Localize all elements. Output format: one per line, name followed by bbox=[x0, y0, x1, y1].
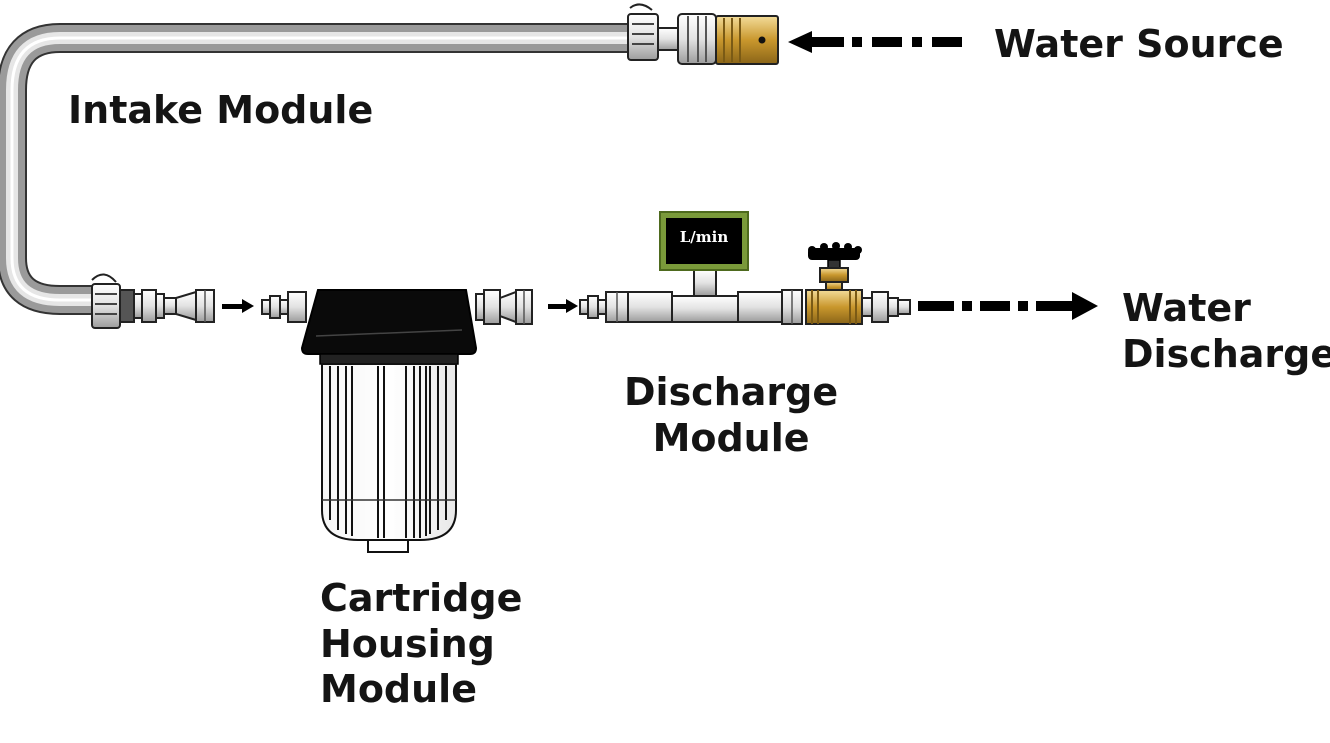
brass-faucet-adapter bbox=[715, 15, 779, 65]
filter-outlet-connector bbox=[475, 289, 533, 325]
water-source-arrow bbox=[788, 31, 962, 53]
valve-icon bbox=[805, 242, 863, 325]
discharge-connector bbox=[579, 291, 629, 323]
hose-clamp-top bbox=[627, 3, 659, 61]
intake-connector bbox=[133, 289, 215, 323]
water-source-label: Water Source bbox=[994, 22, 1284, 66]
outlet-connector bbox=[861, 291, 911, 323]
flow-meter-icon: L/min bbox=[659, 211, 749, 297]
intake-hose bbox=[0, 23, 640, 315]
flow-arrow-2 bbox=[548, 299, 578, 313]
flow-arrow-1 bbox=[222, 299, 254, 313]
intake-module-label: Intake Module bbox=[68, 88, 374, 132]
filter-inlet-connector bbox=[261, 291, 307, 323]
filter-housing-icon bbox=[300, 289, 478, 553]
intake-coupling bbox=[657, 13, 717, 65]
flow-meter-unit: L/min bbox=[680, 228, 729, 246]
water-discharge-label: Water Discharge bbox=[1122, 286, 1330, 376]
water-discharge-arrow bbox=[918, 292, 1098, 320]
cartridge-housing-module-label: Cartridge Housing Module bbox=[320, 576, 523, 712]
discharge-module-label: Discharge Module bbox=[624, 370, 839, 460]
hose-clamp-bottom bbox=[91, 273, 135, 329]
discharge-pipe bbox=[627, 289, 803, 325]
